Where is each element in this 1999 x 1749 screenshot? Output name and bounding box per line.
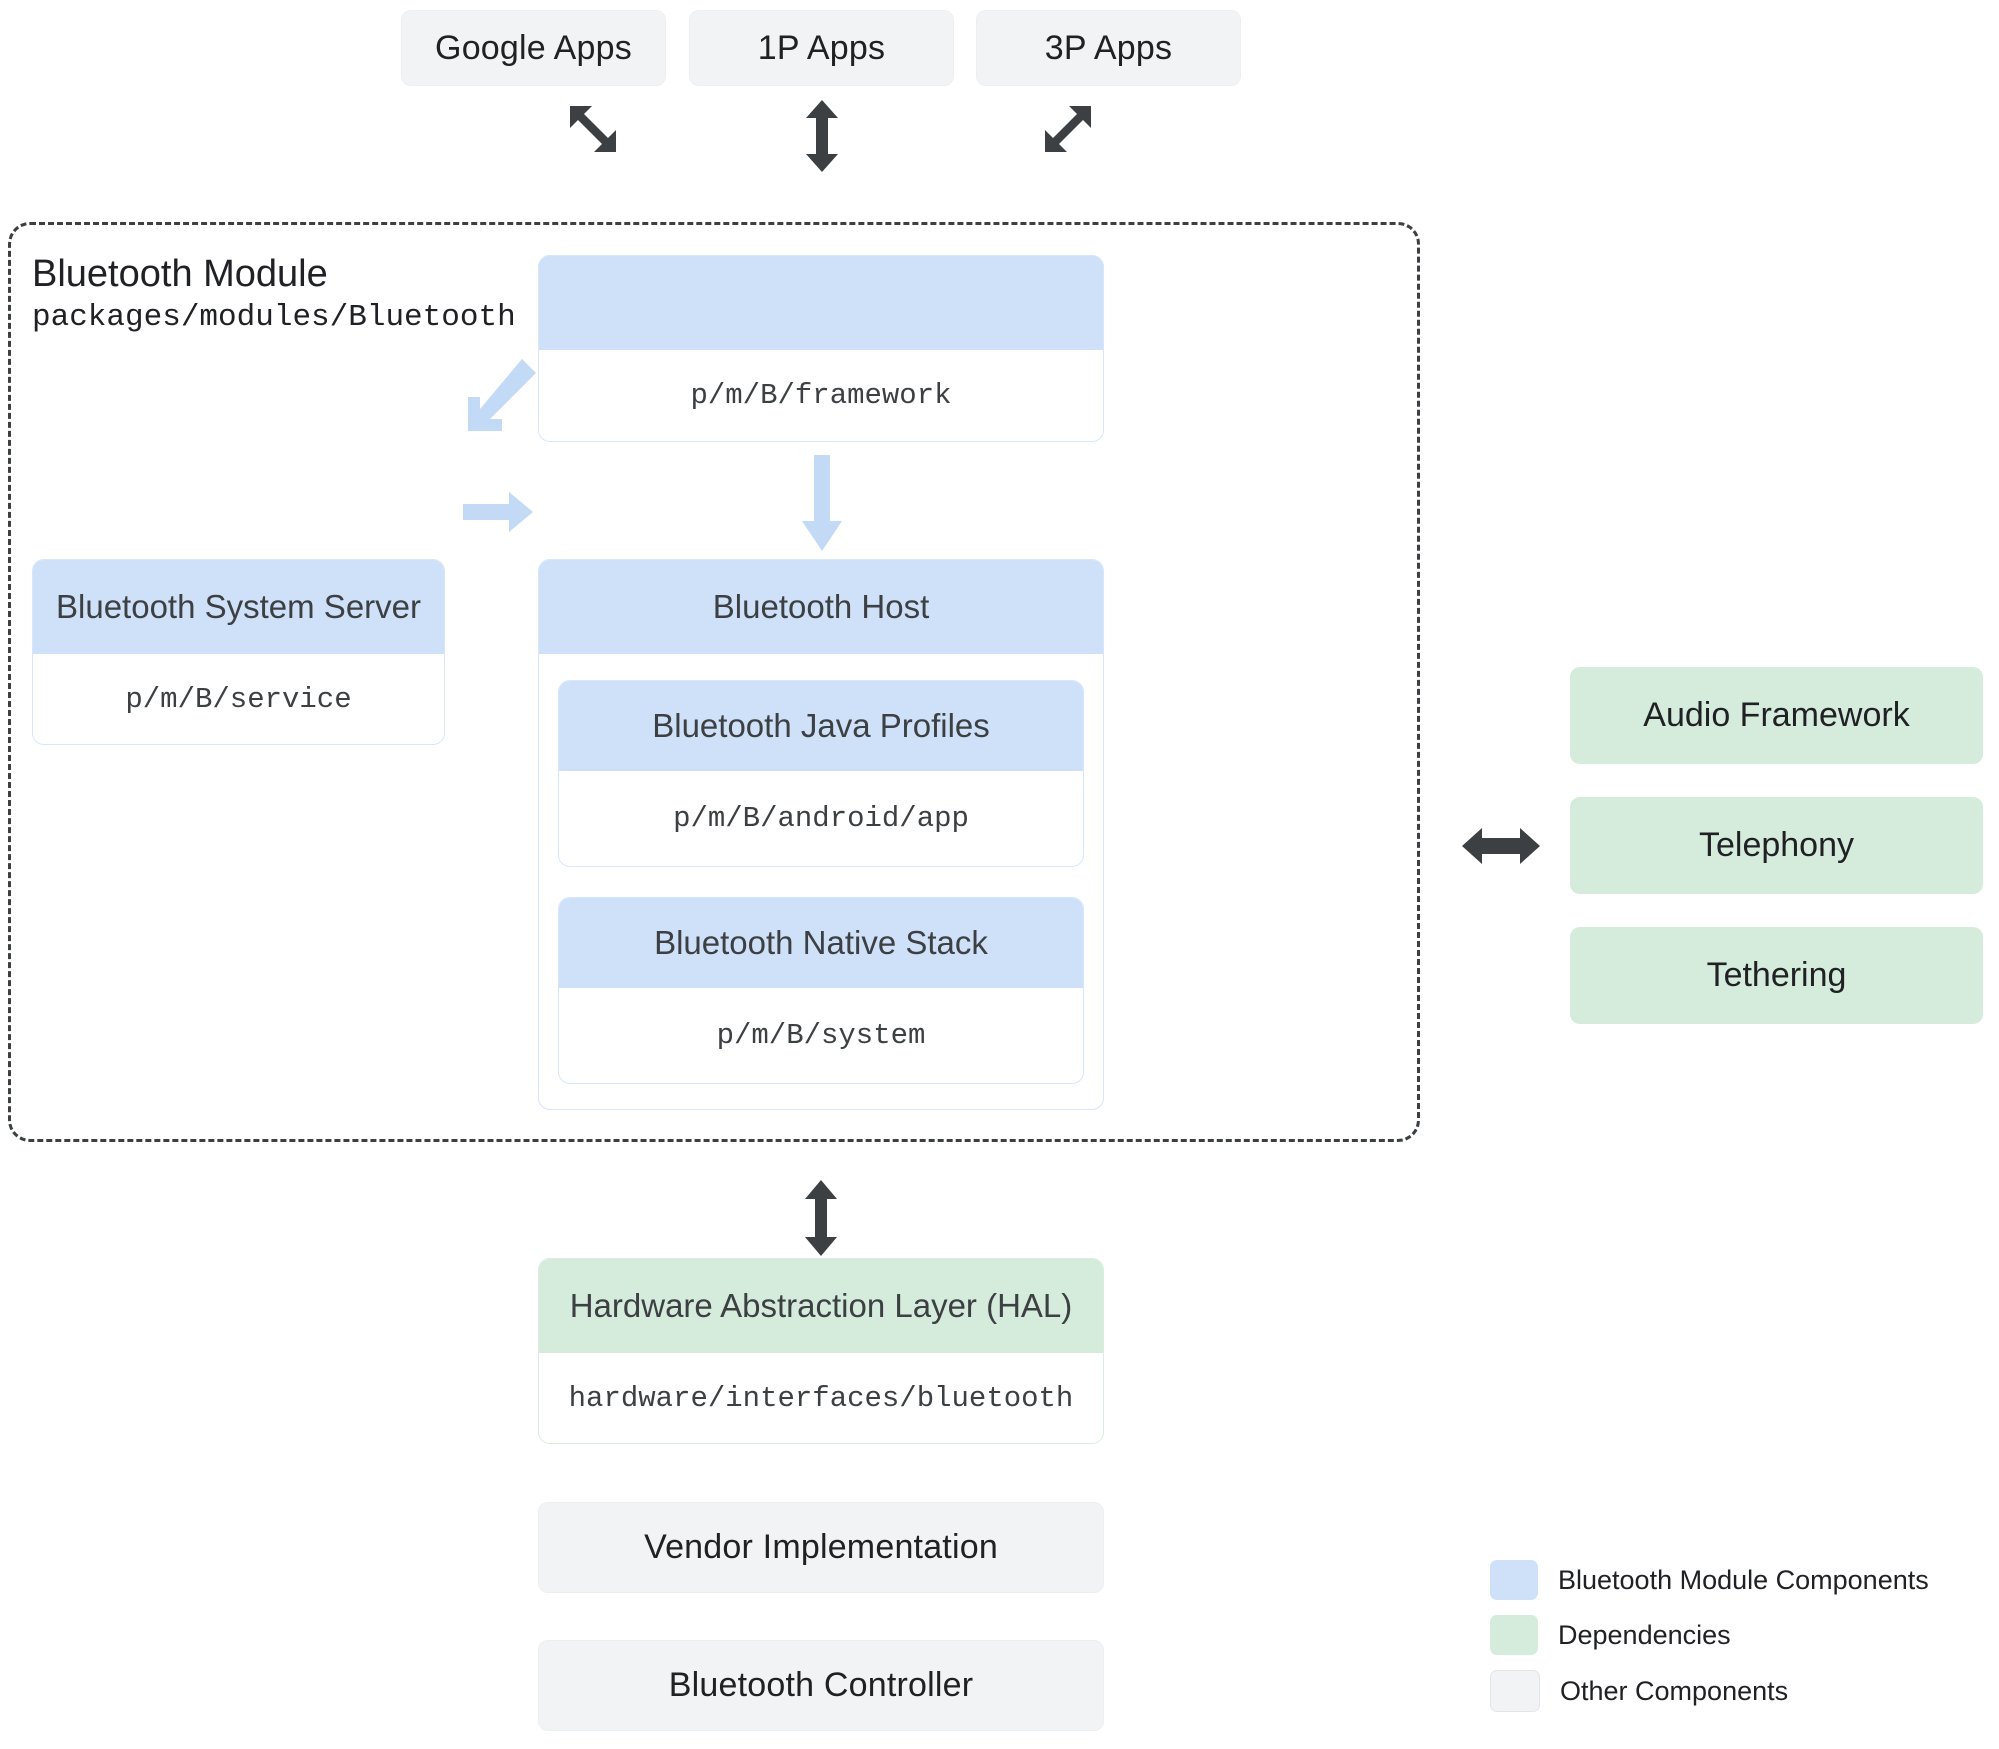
card-bluetooth-system-server-path: p/m/B/service — [33, 654, 444, 744]
box-3p-apps-label: 3P Apps — [1044, 28, 1173, 67]
card-bluetooth-framework[interactable]: Bluetooth Framework — [538, 255, 1104, 349]
arrow-framework-to-host — [802, 455, 842, 551]
arrow-1p-apps-to-framework — [806, 100, 838, 172]
card-hal-path: hardware/interfaces/bluetooth — [539, 1353, 1103, 1443]
card-bluetooth-java-profiles-title: Bluetooth Java Profiles — [559, 681, 1083, 771]
box-tethering[interactable]: Tethering — [1570, 927, 1983, 1024]
arrow-module-to-hal — [805, 1180, 837, 1256]
card-bluetooth-java-profiles[interactable]: Bluetooth Java Profiles p/m/B/android/ap… — [558, 680, 1084, 867]
box-audio-framework-label: Audio Framework — [1643, 696, 1910, 734]
bluetooth-module-container — [8, 222, 1420, 1142]
legend-swatch-green — [1490, 1615, 1538, 1655]
card-bluetooth-native-stack-title: Bluetooth Native Stack — [559, 898, 1083, 988]
arrow-3p-apps-to-framework — [1045, 106, 1091, 152]
card-bluetooth-system-server-title: Bluetooth System Server — [33, 560, 444, 654]
box-1p-apps[interactable]: 1P Apps — [689, 10, 954, 86]
box-vendor-implementation-label: Vendor Implementation — [644, 1528, 998, 1566]
legend-label-module-components: Bluetooth Module Components — [1558, 1564, 1929, 1595]
arrow-framework-to-system-server — [468, 359, 536, 431]
card-bluetooth-native-stack-path: p/m/B/system — [559, 988, 1083, 1083]
arrow-system-server-to-host — [463, 492, 533, 532]
legend-swatch-grey — [1490, 1670, 1540, 1712]
box-bluetooth-controller-label: Bluetooth Controller — [668, 1666, 974, 1704]
legend: Bluetooth Module Components Dependencies… — [1490, 1560, 1970, 1712]
card-hal-title: Hardware Abstraction Layer (HAL) — [539, 1259, 1103, 1353]
box-bluetooth-controller[interactable]: Bluetooth Controller — [538, 1640, 1104, 1731]
box-tethering-label: Tethering — [1706, 956, 1847, 994]
legend-item-other-components: Other Components — [1490, 1670, 1970, 1712]
box-1p-apps-label: 1P Apps — [757, 28, 886, 67]
legend-label-dependencies: Dependencies — [1558, 1619, 1731, 1650]
box-vendor-implementation[interactable]: Vendor Implementation — [538, 1502, 1104, 1593]
card-bluetooth-host-title: Bluetooth Host — [539, 560, 1103, 654]
legend-label-other-components: Other Components — [1560, 1675, 1789, 1706]
box-google-apps-label: Google Apps — [435, 28, 632, 67]
card-hal[interactable]: Hardware Abstraction Layer (HAL) hardwar… — [538, 1258, 1104, 1444]
card-bluetooth-system-server[interactable]: Bluetooth System Server p/m/B/service — [32, 559, 445, 745]
arrow-google-apps-to-framework — [570, 106, 616, 152]
box-google-apps[interactable]: Google Apps — [401, 10, 666, 86]
box-telephony-label: Telephony — [1698, 826, 1854, 864]
legend-item-module-components: Bluetooth Module Components — [1490, 1560, 1970, 1600]
card-bluetooth-native-stack[interactable]: Bluetooth Native Stack p/m/B/system — [558, 897, 1084, 1084]
box-audio-framework[interactable]: Audio Framework — [1570, 667, 1983, 764]
module-path: packages/modules/Bluetooth — [32, 300, 516, 335]
card-bluetooth-java-profiles-path: p/m/B/android/app — [559, 771, 1083, 866]
card-bluetooth-framework-title: Bluetooth Framework — [539, 256, 1103, 348]
box-telephony[interactable]: Telephony — [1570, 797, 1983, 894]
legend-item-dependencies: Dependencies — [1490, 1615, 1970, 1655]
box-3p-apps[interactable]: 3P Apps — [976, 10, 1241, 86]
module-title: Bluetooth Module — [32, 253, 328, 295]
arrow-host-to-dependencies — [1462, 828, 1540, 864]
legend-swatch-blue — [1490, 1560, 1538, 1600]
